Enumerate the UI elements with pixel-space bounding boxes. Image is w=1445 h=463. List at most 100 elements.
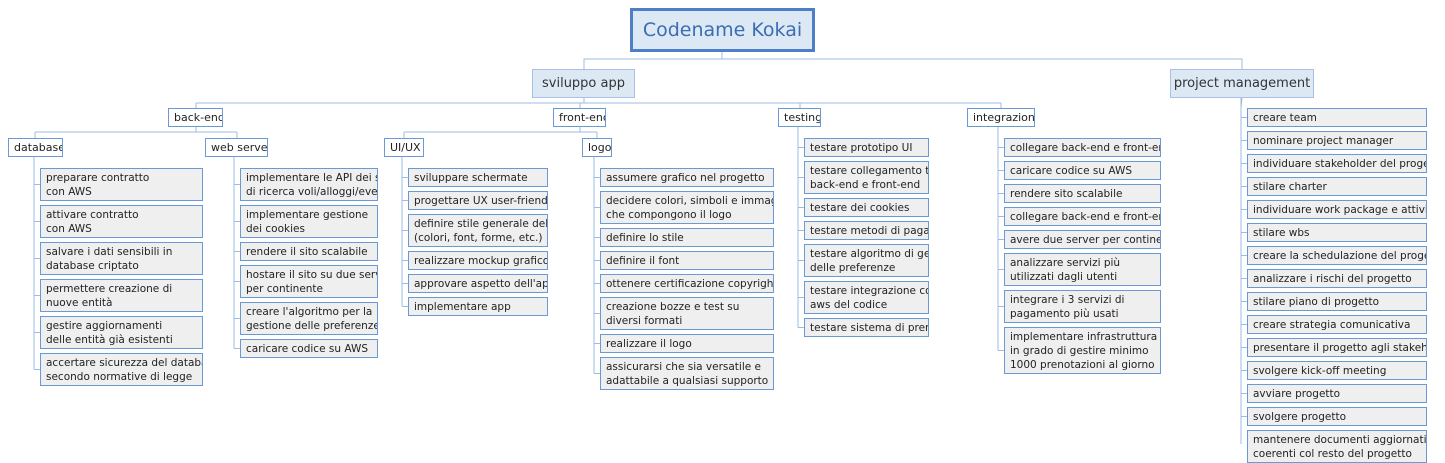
integrazione-item[interactable]: collegare back-end e front-end xyxy=(1004,138,1161,157)
project-management-item-text: nominare project manager xyxy=(1253,135,1394,147)
testing-item-text: testare integrazione con xyxy=(810,285,929,297)
node-testing[interactable]: testing xyxy=(778,108,821,127)
logo-item-text: realizzare il logo xyxy=(606,338,692,350)
ui-ux-item[interactable]: sviluppare schermate xyxy=(408,168,548,187)
testing-item[interactable]: testare prototipo UI xyxy=(804,138,929,157)
project-management-item[interactable]: creare la schedulazione del progetto xyxy=(1247,246,1427,265)
web-server-item[interactable]: rendere il sito scalabile xyxy=(240,242,378,261)
integrazione-item[interactable]: caricare codice su AWS xyxy=(1004,161,1161,180)
ui-ux-item-text: progettare UX user-friendly xyxy=(414,195,548,207)
database-item-text: attivare contratto xyxy=(46,209,139,221)
project-management-item[interactable]: individuare work package e attività xyxy=(1247,200,1427,219)
node-logo[interactable]: logo xyxy=(582,138,612,157)
testing-item[interactable]: testare metodi di pagamento xyxy=(804,221,929,240)
node-front-end[interactable]: front-end xyxy=(553,108,606,127)
node-ui-ux[interactable]: UI/UX xyxy=(384,138,424,157)
integrazione-item-text: pagamento più usati xyxy=(1010,308,1119,320)
project-management-item[interactable]: svolgere progetto xyxy=(1247,407,1427,426)
node-back-end[interactable]: back-end xyxy=(168,108,223,127)
ui-ux-item[interactable]: implementare app xyxy=(408,297,548,316)
root-node[interactable]: Codename Kokai xyxy=(630,8,815,52)
testing-item-text: delle preferenze xyxy=(810,262,896,274)
logo-item[interactable]: definire il font xyxy=(600,251,774,270)
project-management-item[interactable]: nominare project manager xyxy=(1247,131,1427,150)
connector-line xyxy=(722,58,1243,69)
logo-item-text: creazione bozze e test su xyxy=(606,301,740,313)
project-management-item[interactable]: presentare il progetto agli stakeholder xyxy=(1247,338,1427,357)
logo-item-text: diversi formati xyxy=(606,315,683,327)
ui-ux-item[interactable]: progettare UX user-friendly xyxy=(408,191,548,210)
ui-ux-item[interactable]: realizzare mockup grafico dell'app xyxy=(408,251,548,270)
node-integrazione[interactable]: integrazione xyxy=(967,108,1035,127)
integrazione-item[interactable]: rendere sito scalabile xyxy=(1004,184,1161,203)
database-item-text: con AWS xyxy=(46,223,92,235)
logo-item[interactable]: definire lo stile xyxy=(600,228,774,247)
logo-item-text: che compongono il logo xyxy=(606,209,732,221)
ui-ux-item-text: implementare app xyxy=(414,301,511,313)
testing-item-text: testare sistema di prenotazione xyxy=(810,322,928,334)
logo-item[interactable]: ottenere certificazione copyright xyxy=(600,274,774,293)
integrazione-item[interactable]: avere due server per continente xyxy=(1004,230,1161,249)
database-item[interactable]: attivare contratto con AWS xyxy=(40,205,203,238)
project-management-item-text: analizzare i rischi del progetto xyxy=(1253,273,1412,285)
project-management-item[interactable]: svolgere kick-off meeting xyxy=(1247,361,1427,380)
integrazione-item[interactable]: collegare back-end e front-end xyxy=(1004,207,1161,226)
branch-sviluppo-label: sviluppo app xyxy=(542,75,625,91)
project-management-item[interactable]: individuare stakeholder del progetto xyxy=(1247,154,1427,173)
node-web-server[interactable]: web server xyxy=(205,138,268,157)
testing-item-text: back-end e front-end xyxy=(810,179,921,191)
web-server-item[interactable]: caricare codice su AWS xyxy=(240,339,378,358)
node-database[interactable]: database xyxy=(8,138,63,157)
testing-item[interactable]: testare integrazione con aws del codice xyxy=(804,281,929,314)
project-management-item[interactable]: stilare wbs xyxy=(1247,223,1427,242)
project-management-item-text: presentare il progetto agli stakeholder xyxy=(1253,342,1426,354)
branch-sviluppo-app[interactable]: sviluppo app xyxy=(532,69,635,98)
integrazione-item-text: collegare back-end e front-end xyxy=(1010,142,1161,154)
project-management-item[interactable]: creare strategia comunicativa xyxy=(1247,315,1427,334)
logo-item-text: assumere grafico nel progetto xyxy=(606,172,765,184)
web-server-item-text: caricare codice su AWS xyxy=(246,343,369,355)
logo-item[interactable]: realizzare il logo xyxy=(600,334,774,353)
project-management-item-text: stilare charter xyxy=(1253,181,1327,193)
ui-ux-item[interactable]: definire stile generale della UI(colori,… xyxy=(408,214,548,247)
ui-ux-item[interactable]: approvare aspetto dell'app xyxy=(408,274,548,293)
testing-item-text: testare prototipo UI xyxy=(810,142,913,154)
testing-item-text: aws del codice xyxy=(810,299,888,311)
project-management-item[interactable]: creare team xyxy=(1247,108,1427,127)
database-label: database xyxy=(14,141,63,154)
integrazione-item-text: analizzare servizi più xyxy=(1010,257,1121,269)
web-server-item-text: implementare le API dei siti xyxy=(246,172,378,184)
project-management-item[interactable]: avviare progetto xyxy=(1247,384,1427,403)
logo-item-text: definire lo stile xyxy=(606,232,684,244)
logo-item[interactable]: creazione bozze e test su diversi formati xyxy=(600,297,774,330)
project-management-item[interactable]: analizzare i rischi del progetto xyxy=(1247,269,1427,288)
ui-ux-item-text: sviluppare schermate xyxy=(414,172,528,184)
database-item-text: salvare i dati sensibili in xyxy=(46,246,173,258)
project-management-item[interactable]: stilare piano di progetto xyxy=(1247,292,1427,311)
branch-project-management[interactable]: project management xyxy=(1170,69,1314,98)
project-management-item-text: creare la schedulazione del progetto xyxy=(1253,250,1427,262)
database-item-text: accertare sicurezza del database xyxy=(46,357,203,369)
project-management-item[interactable]: stilare charter xyxy=(1247,177,1427,196)
logo-item[interactable]: assumere grafico nel progetto xyxy=(600,168,774,187)
testing-item[interactable]: testare dei cookies xyxy=(804,198,929,217)
project-management-item-text: individuare work package e attività xyxy=(1253,204,1427,216)
testing-item[interactable]: testare sistema di prenotazione xyxy=(804,318,929,337)
